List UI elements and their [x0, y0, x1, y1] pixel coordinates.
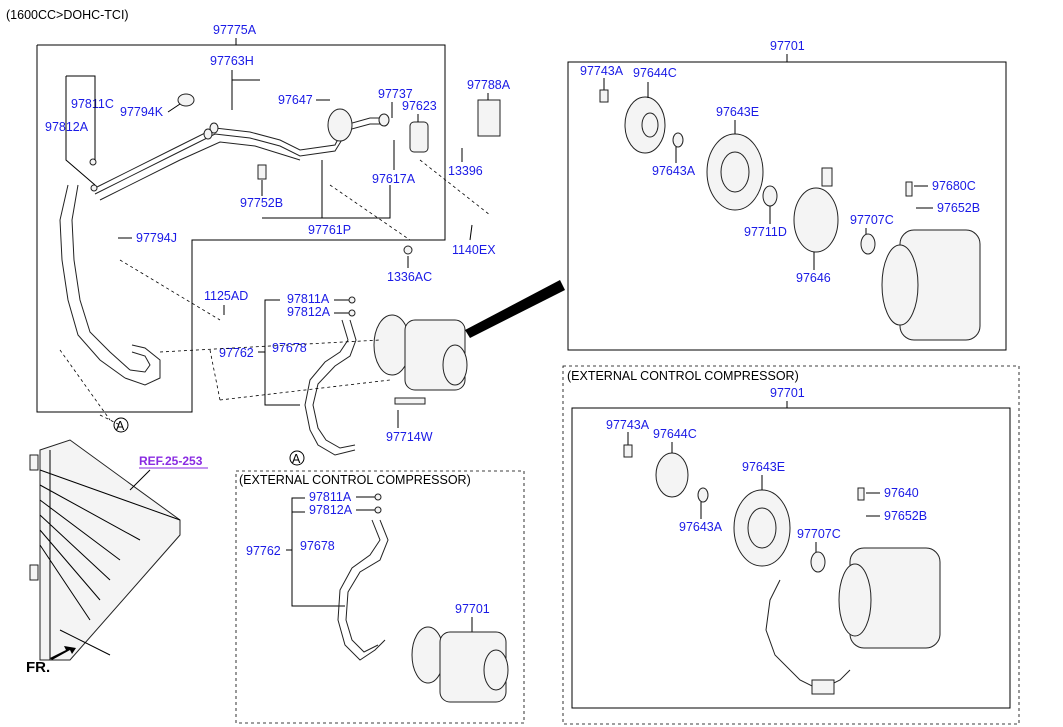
label-97794J[interactable]: 97794J [136, 231, 177, 245]
label-97643A-ext[interactable]: 97643A [679, 520, 723, 534]
label-1336AC[interactable]: 1336AC [387, 270, 432, 284]
label-97652B-ext[interactable]: 97652B [884, 509, 927, 523]
label-1140EX[interactable]: 1140EX [452, 243, 496, 257]
label-97794K[interactable]: 97794K [120, 105, 164, 119]
label-97775A[interactable]: 97775A [213, 23, 257, 37]
label-97763H[interactable]: 97763H [210, 54, 254, 68]
label-97812A-ext[interactable]: 97812A [309, 503, 353, 517]
label-97743A-top[interactable]: 97743A [580, 64, 624, 78]
marker-A-top: A [116, 419, 125, 433]
label-97646[interactable]: 97646 [796, 271, 831, 285]
label-97623[interactable]: 97623 [402, 99, 437, 113]
label-97811A-ext[interactable]: 97811A [309, 490, 352, 504]
compressor-main-drawing [304, 314, 468, 456]
label-97652B-top[interactable]: 97652B [937, 201, 980, 215]
compressor-box [567, 61, 1007, 351]
marker-A-bottom: A [292, 452, 301, 466]
callout-pointer [465, 280, 565, 338]
compressor-ext-small-drawing [337, 519, 509, 703]
assembly-boundary [36, 44, 446, 413]
external-small-box [235, 470, 525, 724]
label-97743A-ext[interactable]: 97743A [606, 418, 650, 432]
label-1125AD[interactable]: 1125AD [204, 289, 248, 303]
label-97640[interactable]: 97640 [884, 486, 919, 500]
label-97680C[interactable]: 97680C [932, 179, 976, 193]
front-arrow-icon [50, 646, 76, 660]
external-small-title: (EXTERNAL CONTROL COMPRESSOR) [239, 473, 471, 487]
front-indicator: FR. [26, 659, 50, 676]
label-97678-ext[interactable]: 97678 [300, 539, 335, 553]
label-97707C-top[interactable]: 97707C [850, 213, 894, 227]
label-97788A[interactable]: 97788A [467, 78, 511, 92]
label-97762-main[interactable]: 97762 [219, 346, 254, 360]
condenser-drawing [29, 439, 181, 661]
pipe-assembly-drawing [59, 93, 501, 386]
label-97711D[interactable]: 97711D [744, 225, 787, 239]
label-97752B[interactable]: 97752B [240, 196, 283, 210]
compressor-exploded-drawing [599, 78, 981, 341]
external-large-box [562, 365, 1020, 725]
external-large-inner-box [571, 407, 1011, 709]
label-97644C-ext[interactable]: 97644C [653, 427, 697, 441]
label-97678-main[interactable]: 97678 [272, 341, 307, 355]
label-97737[interactable]: 97737 [378, 87, 413, 101]
label-97811C[interactable]: 97811C [71, 97, 114, 111]
label-13396[interactable]: 13396 [448, 164, 483, 178]
label-97701-ext-large[interactable]: 97701 [770, 386, 805, 400]
label-97761P[interactable]: 97761P [308, 223, 351, 237]
label-97643A-top[interactable]: 97643A [652, 164, 696, 178]
ref-25-253[interactable]: REF.25-253 [139, 454, 203, 468]
label-97617A[interactable]: 97617A [372, 172, 416, 186]
label-97811A-main[interactable]: 97811A [287, 292, 330, 306]
label-97762-ext[interactable]: 97762 [246, 544, 281, 558]
label-97701-ext-small[interactable]: 97701 [455, 602, 490, 616]
label-97643E-top[interactable]: 97643E [716, 105, 759, 119]
label-97701-top[interactable]: 97701 [770, 39, 805, 53]
external-large-title: (EXTERNAL CONTROL COMPRESSOR) [567, 369, 799, 383]
engine-spec-title: (1600CC>DOHC-TCI) [6, 8, 129, 22]
label-97812A-main2[interactable]: 97812A [287, 305, 331, 319]
label-97812A-main[interactable]: 97812A [45, 120, 89, 134]
label-97647[interactable]: 97647 [278, 93, 313, 107]
label-97707C-ext[interactable]: 97707C [797, 527, 841, 541]
label-97714W[interactable]: 97714W [386, 430, 433, 444]
label-97644C-top[interactable]: 97644C [633, 66, 677, 80]
label-97643E-ext[interactable]: 97643E [742, 460, 785, 474]
compressor-ext-large-drawing [623, 432, 941, 695]
